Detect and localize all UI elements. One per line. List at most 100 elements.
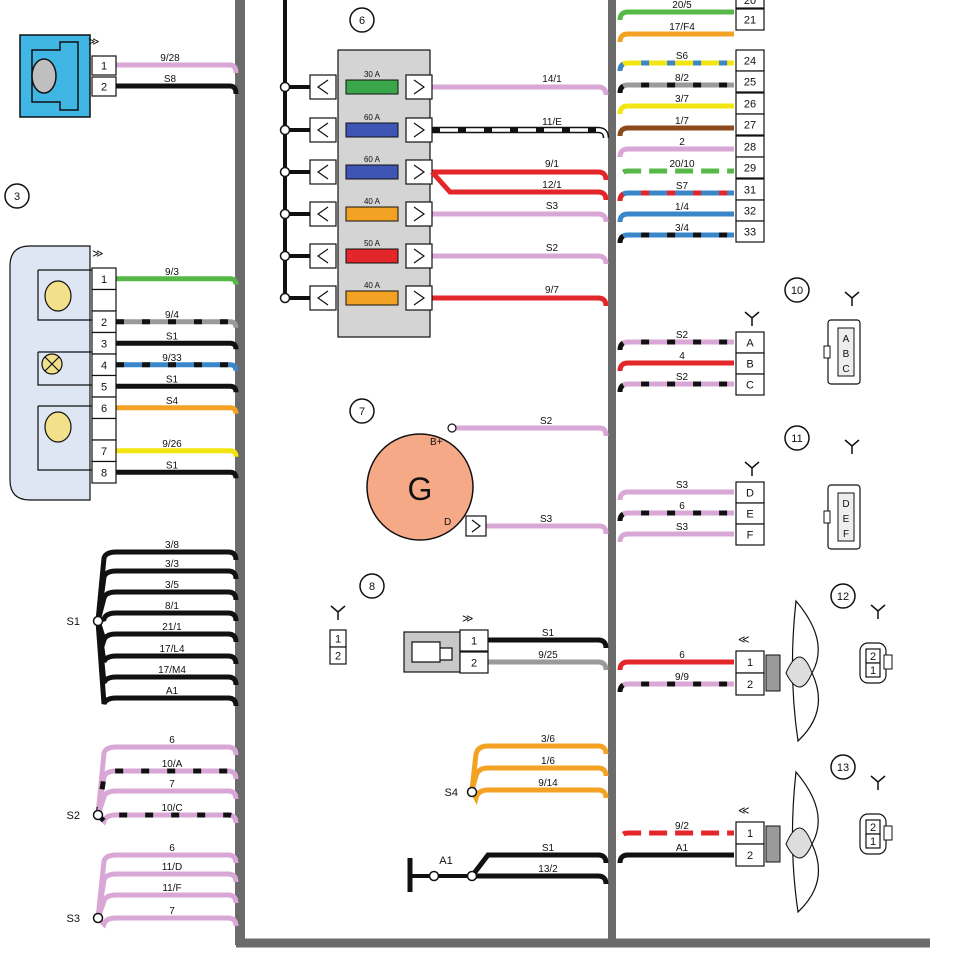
fan13-pin-1-box: [735, 843, 765, 867]
conn10-pin-1-label: B: [746, 359, 753, 371]
conn10-pin-2-box: [735, 373, 765, 396]
fuse-left-terminal-0: [309, 74, 337, 100]
wire-stripe: [617, 339, 734, 351]
fuse-node-5: [279, 292, 291, 304]
splice-s2-label-3: 10/C: [161, 803, 182, 814]
splice-s3-wire-2: [95, 892, 239, 919]
lamp-pin-8-label: 7: [101, 446, 107, 458]
wire-core: [116, 276, 239, 285]
right-pin-1-label: 24: [744, 56, 756, 68]
connector-symbol-icon: ≫: [462, 613, 474, 625]
conn10-face-label-0: A: [843, 334, 850, 345]
fuse-left-terminal-1: [309, 117, 337, 143]
conn11-callout: [784, 425, 810, 451]
fuse-wire-1: [432, 126, 610, 139]
relay-pin-0-label: 1: [471, 636, 477, 648]
wire-core: [95, 852, 239, 919]
fuse-node-4: [279, 250, 291, 262]
splice-s1-wire-3: [97, 610, 239, 624]
callout-3-label: 3: [14, 191, 20, 203]
wire-core: [116, 340, 239, 350]
terminal-chevron-icon: [413, 248, 426, 264]
conn10-wire-1: [617, 360, 734, 372]
motor-wire-label-0: 9/28: [160, 53, 180, 64]
right-wire-label-10: 3/4: [675, 223, 689, 234]
s4-label-0: 3/6: [541, 734, 555, 745]
splice-s1-label-3: 8/1: [165, 601, 179, 612]
fuse-wire-extra-label: 12/1: [542, 180, 562, 191]
callout-8: [359, 573, 385, 599]
right-wire-9: [617, 211, 734, 223]
lamp-wire-label-3: S1: [166, 331, 179, 342]
splice-s3-node: [92, 912, 104, 924]
ground-wire-1: [472, 873, 609, 885]
fuse-node-3: [279, 208, 291, 220]
right-pin-2-box: [735, 70, 765, 93]
conn11-wire-1: [617, 510, 734, 522]
fan13-face-pin-0-label: 2: [870, 822, 876, 834]
fan13-motor-stub: [765, 825, 781, 863]
fan13-wire-1: [617, 852, 734, 864]
callout-6-label: 6: [359, 15, 365, 27]
fan13-wire-label-1: A1: [676, 843, 689, 854]
conn10-face-label-1: B: [843, 349, 850, 360]
splice-s1-label-0: 3/8: [165, 540, 179, 551]
wire-core: [617, 830, 734, 842]
wire-core: [617, 489, 734, 501]
splice-s3-label-2: 11/F: [162, 883, 181, 894]
relay-pin-1-box: [459, 651, 489, 674]
callout-3: [4, 183, 30, 209]
wire-core: [95, 568, 239, 622]
wire-core: [95, 620, 239, 665]
wire-core: [95, 744, 239, 816]
wire-stripe: [617, 232, 734, 244]
lamp-pin-9-label: 8: [101, 467, 107, 479]
wire-core: [470, 852, 609, 878]
conn10-wire-0: [617, 339, 734, 351]
relay-face-pin-1-label: 2: [335, 651, 341, 663]
wire-core: [96, 812, 239, 826]
fan12-face-fork-icon: [870, 604, 886, 619]
wire-core: [617, 339, 734, 351]
wire-core: [617, 381, 734, 393]
right-pin-5-label: 28: [744, 142, 756, 154]
terminal-chevron-icon: [413, 164, 426, 180]
fuse-right-terminal-4: [405, 243, 433, 269]
fuse-left-terminal-3: [309, 201, 337, 227]
fan12-wire-label-1: 9/9: [675, 672, 689, 683]
right-pin-top-box: [735, 0, 765, 9]
wire-stripe: [617, 381, 734, 393]
splice-s3-label-3: 7: [169, 906, 175, 917]
wire-core: [617, 168, 734, 180]
wire-core: [432, 128, 608, 139]
terminal-chevron-icon: [316, 290, 329, 306]
splice-s1-label-7: A1: [166, 686, 179, 697]
conn11-wire-2: [617, 531, 734, 543]
fan13-callout: [830, 754, 856, 780]
wire-stripe: [617, 510, 734, 522]
lamp-pin-9-box: [91, 460, 117, 484]
right-wire-10: [617, 232, 734, 244]
terminal-chevron-icon: [413, 122, 426, 138]
terminal-chevron-icon: [316, 206, 329, 222]
s4-wire-0: [469, 743, 609, 791]
splice-s1-wire-7: [95, 620, 239, 707]
wire-core: [617, 510, 734, 522]
fuse-wire-4: [432, 253, 609, 265]
motor-frame-lines: [31, 41, 79, 111]
fan12-pin-1-label: 2: [747, 679, 753, 691]
right-pin-0-label: 21: [744, 15, 756, 27]
wire-core: [95, 620, 239, 649]
right-wire-label-3: 8/2: [675, 73, 689, 84]
s4-label-1: 1/6: [541, 756, 555, 767]
callout-7-label: 7: [359, 406, 365, 418]
wire-core: [617, 60, 734, 72]
right-wire-3: [617, 82, 734, 94]
terminal-chevron-icon: [316, 79, 329, 95]
fuse-rating-0: 30 A: [364, 70, 381, 79]
splice-s1-wire-4: [95, 620, 239, 649]
splice-s2-label-1: 10/A: [162, 759, 183, 770]
